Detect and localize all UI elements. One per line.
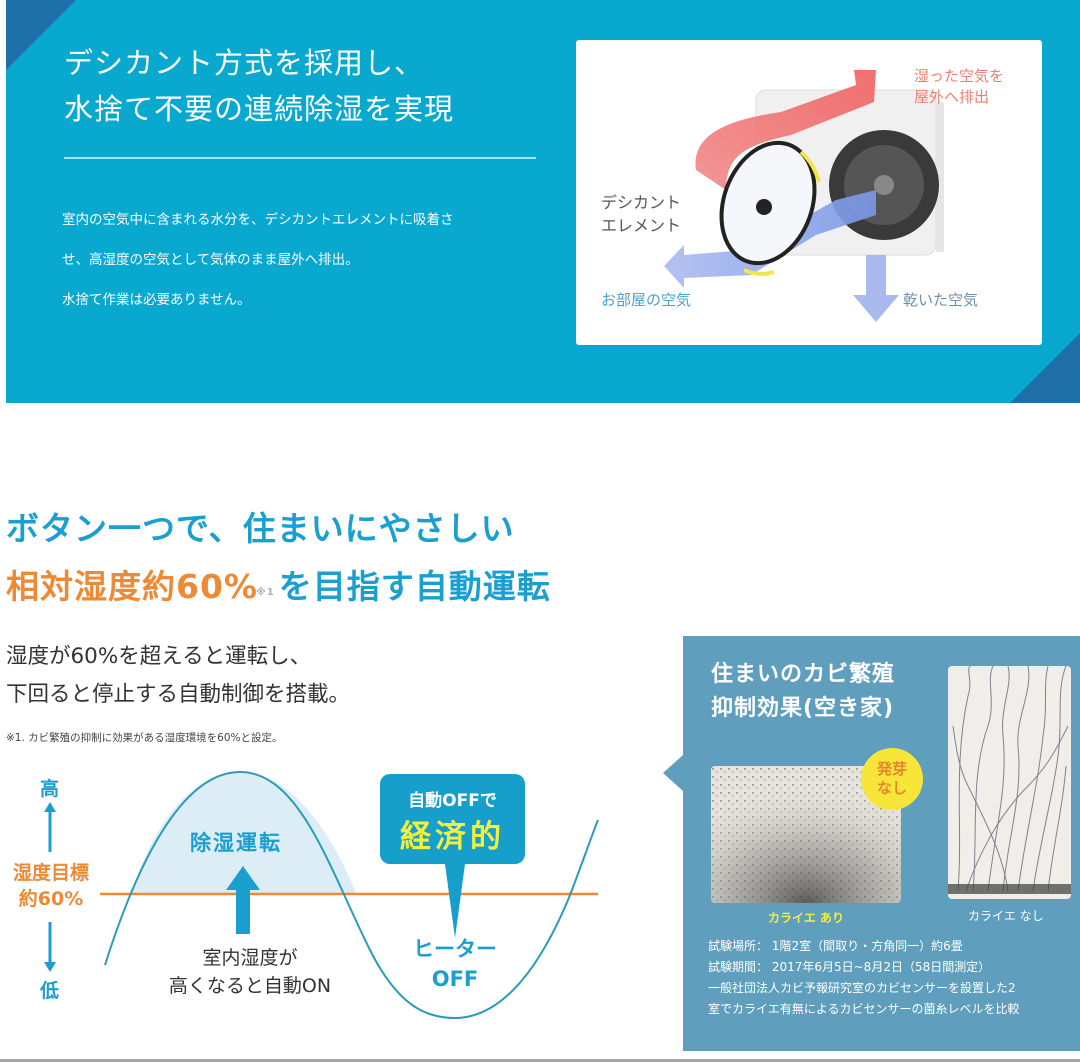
dehumidifier-illustration (664, 70, 944, 322)
mold-panel-title: 住まいのカビ繁殖 抑制効果(空き家) (711, 658, 895, 726)
note-line: 試験場所： 1階2室（間取り・方角同一）約6畳 (708, 939, 963, 953)
humidity-control-diagram: 高 低 湿度目標 約60% 除湿運転 室内湿度が 高くなると自動ON 自動OFF… (0, 760, 620, 1050)
caption-without-karaie: カライエ なし (968, 909, 1044, 923)
auto-on-label: 室内湿度が 高くなると自動ON (150, 944, 350, 1000)
moist-air-label: 湿った空気を 屋外へ排出 (914, 66, 1004, 108)
room-air-label: お部屋の空気 (601, 291, 692, 309)
heater-off-label: ヒーター OFF (400, 934, 510, 994)
heater-line: OFF (431, 967, 479, 991)
auto-on-line: 高くなると自動ON (168, 975, 332, 997)
auto-control-description: 湿度が60%を超えると運転し、 下回ると停止する自動制御を搭載。 (6, 638, 350, 714)
callout-line1: 自動OFFで (408, 791, 497, 811)
divider (64, 157, 536, 159)
note-line: 一般社団法人カビ予報研究室のカビセンサーを設置した2 (708, 981, 1016, 995)
test-conditions: 試験場所： 1階2室（間取り・方角同一）約6畳 試験期間： 2017年6月5日~… (708, 936, 1078, 1020)
desiccant-diagram: 湿った空気を 屋外へ排出 デシカント エレメント お部屋の空気 乾いた空気 (576, 40, 1042, 345)
economic-callout: 自動OFFで 経済的 (380, 774, 525, 864)
page-bottom-border (0, 1059, 1080, 1062)
footnote-marker: ※1 (256, 587, 275, 598)
mold-photo-without-karaie (948, 666, 1071, 899)
mold-suppression-panel: 住まいのカビ繁殖 抑制効果(空き家) 発芽 なし (683, 636, 1080, 1051)
description-line: 下回ると停止する自動制御を搭載。 (6, 682, 351, 707)
badge-line: 発芽 (876, 760, 907, 778)
body-line: せ、高湿度の空気として気体のまま屋外へ排出。 (62, 252, 359, 268)
description-line: 湿度が60%を超えると運転し、 (6, 644, 312, 669)
mold-hyphae-image (948, 666, 1071, 894)
callout-line2: 経済的 (400, 819, 505, 855)
target-line: 湿度目標 (12, 862, 89, 884)
label-line: デシカント (601, 193, 682, 212)
note-line: 試験期間： 2017年6月5日~8月2日（58日間測定） (708, 960, 991, 974)
dry-air-label: 乾いた空気 (903, 291, 979, 309)
corner-decoration (6, 0, 76, 70)
label-line: 湿った空気を (914, 67, 1005, 85)
desiccant-section: デシカント方式を採用し、 水捨て不要の連続除湿を実現 室内の空気中に含まれる水分… (6, 0, 1080, 403)
caption-with-karaie: カライエ あり (768, 911, 845, 925)
no-germination-badge: 発芽 なし (861, 748, 923, 810)
panel-pointer (663, 755, 683, 791)
headline-rest: を目指す自動運転 (278, 567, 551, 606)
axis-low-label: 低 (40, 980, 60, 1002)
axis-high-label: 高 (40, 778, 60, 800)
note-line: 室でカライエ有無によるカビセンサーの菌糸レベルを比較 (708, 1002, 1020, 1016)
heater-line: ヒーター (413, 937, 497, 961)
humidity-wave-graphic (44, 770, 599, 1020)
headline-highlight: 相対湿度約60% (6, 567, 258, 606)
label-line: 屋外へ排出 (914, 88, 990, 106)
dehumidify-label: 除湿運転 (190, 831, 282, 855)
footnote: ※1. カビ繁殖の抑制に効果がある湿度環境を60%と設定。 (6, 732, 283, 744)
target-line: 約60% (18, 888, 84, 910)
title-line: 抑制効果(空き家) (711, 696, 895, 721)
title-line: 水捨て不要の連続除湿を実現 (64, 92, 455, 126)
section-body: 室内の空気中に含まれる水分を、デシカントエレメントに吸着さ せ、高湿度の空気とし… (62, 200, 542, 320)
body-line: 水捨て作業は必要ありません。 (62, 292, 251, 308)
label-line: エレメント (601, 216, 682, 235)
title-line: デシカント方式を採用し、 (64, 46, 425, 80)
headline-line1: ボタン一つで、住まいにやさしい (6, 509, 515, 548)
desiccant-element-label: デシカント エレメント (601, 191, 681, 237)
auto-on-line: 室内湿度が (202, 947, 298, 969)
humidity-target-label: 湿度目標 約60% (4, 860, 98, 912)
section-title: デシカント方式を採用し、 水捨て不要の連続除湿を実現 (64, 40, 454, 132)
badge-line: なし (876, 779, 907, 797)
title-line: 住まいのカビ繁殖 (711, 662, 896, 687)
body-line: 室内の空気中に含まれる水分を、デシカントエレメントに吸着さ (62, 212, 454, 228)
